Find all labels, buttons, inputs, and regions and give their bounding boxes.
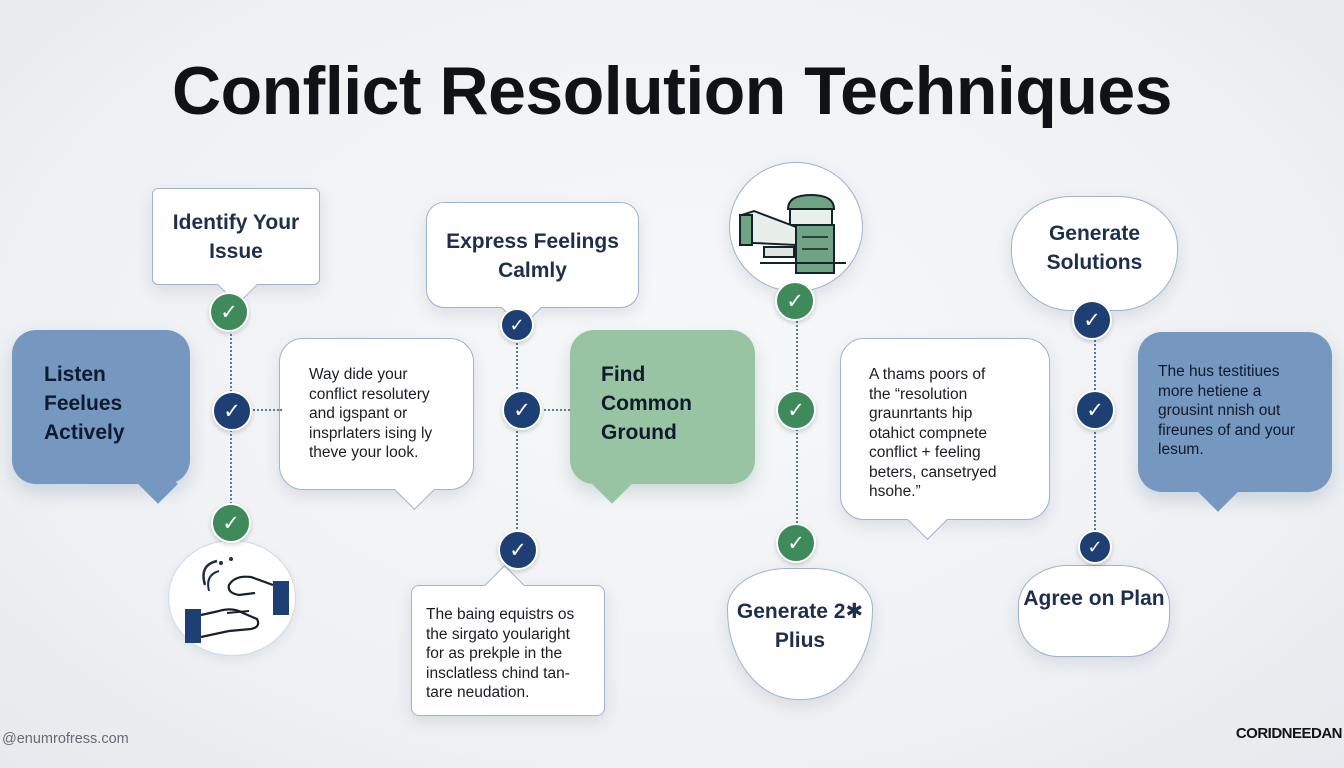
step-agree-label: Agree on Plan (1023, 587, 1165, 610)
check-icon: ✓ (209, 292, 249, 332)
step-listen-label: Listen Feelues Actively (44, 363, 125, 444)
check-icon: ✓ (1075, 390, 1115, 430)
check-icon: ✓ (775, 281, 815, 321)
note-way-line: and igspant or (309, 405, 408, 422)
handshake-illustration (168, 540, 296, 656)
step-listen-actively: Listen Feelues Actively (12, 330, 190, 504)
connector-col2 (516, 340, 518, 545)
check-icon: ✓ (776, 523, 816, 563)
check-icon: ✓ (1078, 530, 1112, 564)
note-way-line: conflict resolutery (309, 385, 430, 403)
note-thehus: The hus testitiues more hetiene a grousi… (1138, 332, 1332, 512)
check-icon: ✓ (212, 391, 252, 431)
handshake-icon (185, 557, 289, 643)
note-thehus-line: fireunes of and your (1158, 421, 1296, 439)
step-find-common-ground: Find Common Ground (570, 330, 755, 504)
step-express-feelings: Express Feelings Calmly (426, 202, 639, 329)
note-athams-line: conflict + feeling (869, 444, 981, 461)
mechanism-icon (739, 193, 846, 274)
check-icon: ✓ (498, 530, 538, 570)
note-athams-line: beters, cansetryed (869, 463, 997, 481)
footer-website: @enumrofress.com (2, 731, 129, 747)
note-athams-line: hsohe.” (869, 483, 921, 500)
check-icon: ✓ (502, 390, 542, 430)
note-way-line: insprlaters ising ly (309, 424, 433, 442)
step-generate-2x: Generate 2✱ Plius (727, 568, 873, 700)
step-agree-on-plan: Agree on Plan (1018, 565, 1170, 657)
page-title: Conflict Resolution Techniques (172, 53, 1173, 129)
note-thebaing: The baing equistrs os the sirgato yoular… (411, 564, 605, 716)
mechanism-illustration (729, 162, 863, 292)
footer-brand: CORIDNEEDAN (1235, 725, 1343, 742)
note-thehus-line: lesum. (1158, 441, 1204, 458)
note-thebaing-line: the sirgato yoularight (426, 625, 570, 643)
note-athams-line: A thams poors of (869, 366, 986, 383)
note-athams-line: graunrtants hip (869, 405, 973, 422)
note-thebaing-line: insclatless chind tan- (426, 664, 570, 682)
connector-col1-h (250, 409, 282, 411)
step-generate-solutions: Generate Solutions (1011, 196, 1178, 311)
check-icon: ✓ (776, 390, 816, 430)
step-generate-2x-label: Generate 2✱ Plius (736, 600, 864, 652)
note-athams-line: otahict compnete (869, 424, 988, 442)
step-identify-label: Identify Your Issue (172, 211, 300, 263)
note-way: Way dide your conflict resolutery and ig… (279, 338, 474, 511)
note-athams-line: the “resolution (869, 385, 968, 403)
step-identify-issue: Identify Your Issue (152, 188, 320, 306)
connector-col4 (1094, 336, 1096, 546)
note-thebaing-line: for as prekple in the (426, 645, 563, 662)
step-express-label: Express Feelings Calmly (446, 230, 619, 282)
note-thehus-line: The hus testitiues (1158, 363, 1280, 380)
check-icon: ✓ (1072, 300, 1112, 340)
step-generate-solutions-label: Generate Solutions (1046, 222, 1143, 274)
check-icon: ✓ (211, 503, 251, 543)
note-way-line: Way dide your (309, 366, 408, 383)
note-way-line: theve your look. (309, 444, 419, 461)
note-thebaing-line: tare neudation. (426, 684, 530, 701)
note-thehus-line: more hetiene a (1158, 382, 1262, 400)
connector-col2-h (540, 409, 570, 411)
note-thebaing-line: The baing equistrs os (426, 606, 575, 623)
step-find-common-label: Find Common Ground (601, 363, 692, 444)
note-athams: A thams poors of the “resolution graunrt… (840, 338, 1050, 541)
connector-col3 (796, 318, 798, 543)
check-icon: ✓ (500, 308, 534, 342)
note-thehus-line: grousint nnish out (1158, 402, 1281, 419)
